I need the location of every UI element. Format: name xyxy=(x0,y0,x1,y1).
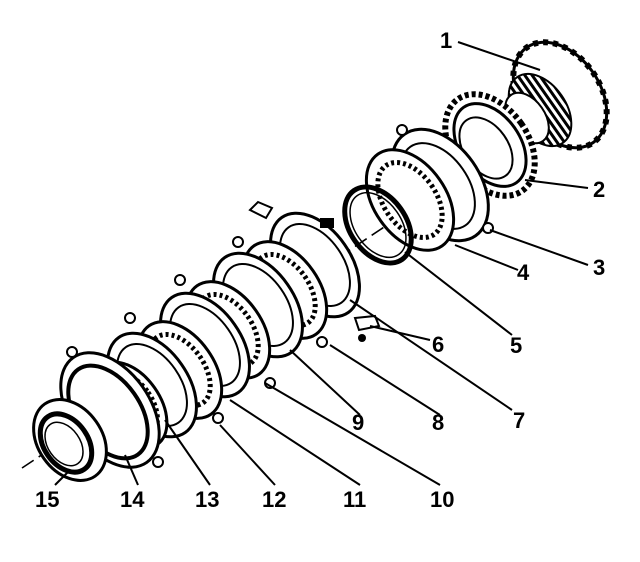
callout-10: 10 xyxy=(430,487,454,512)
callout-13: 13 xyxy=(195,487,219,512)
callout-2: 2 xyxy=(593,177,605,202)
callout-5: 5 xyxy=(510,333,522,358)
callout-1: 1 xyxy=(440,28,452,53)
leader-lines xyxy=(54,41,589,486)
part-4-disc xyxy=(364,148,456,252)
callout-3: 3 xyxy=(593,255,605,280)
callout-11: 11 xyxy=(343,487,366,512)
part-5-snap-ring xyxy=(342,184,414,266)
part-15-bearing xyxy=(32,398,108,482)
callout-4: 4 xyxy=(517,260,530,285)
callout-6: 6 xyxy=(432,332,444,357)
callout-9: 9 xyxy=(352,410,364,435)
callout-8: 8 xyxy=(432,410,444,435)
callout-15: 15 xyxy=(35,487,59,512)
callout-12: 12 xyxy=(262,487,286,512)
callout-7: 7 xyxy=(513,408,525,433)
callout-14: 14 xyxy=(120,487,145,512)
